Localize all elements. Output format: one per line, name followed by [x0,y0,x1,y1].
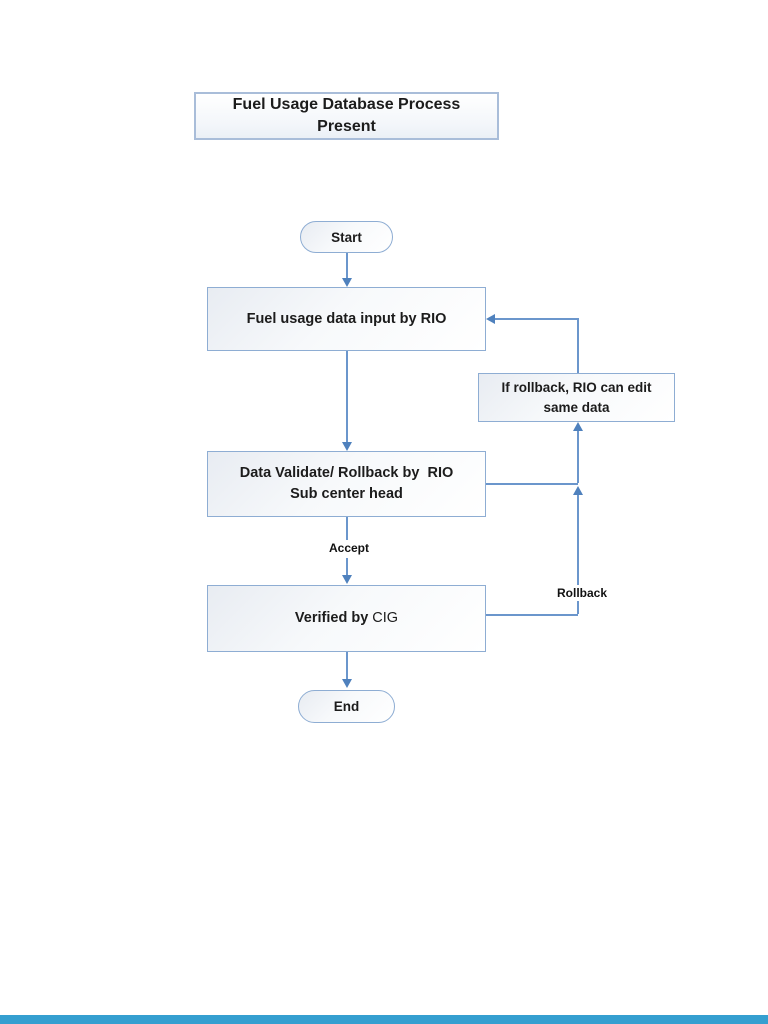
arrowhead-left-icon [486,314,495,324]
title-box: Fuel Usage Database Process Present [194,92,499,140]
process-box-validate-line-2: Sub center head [290,486,403,502]
edge-note-to-input-vertical [577,318,579,373]
process-box-verify-label: Verified by CIG [295,608,398,629]
title-line-1: Fuel Usage Database Process [232,96,461,113]
edge-start-to-input [346,253,348,279]
process-box-input-label: Fuel usage data input by RIO [246,310,447,327]
edge-validate-to-note-vertical [577,430,579,483]
footer-bar [0,1015,768,1024]
edge-input-to-validate [346,351,348,442]
edge-validate-to-note-horizontal [486,483,578,485]
start-node: Start [300,221,393,253]
end-node: End [298,690,395,723]
arrowhead-down-icon [342,278,352,287]
process-box-validate: Data Validate/ Rollback by RIO Sub cente… [207,451,486,517]
arrowhead-down-icon [342,679,352,688]
arrowhead-up-icon [573,486,583,495]
edge-verify-to-end [346,652,348,679]
arrowhead-up-icon [573,422,583,431]
arrowhead-down-icon [342,575,352,584]
verify-label-regular: CIG [372,610,399,626]
verify-label-bold: Verified by [294,610,369,626]
arrowhead-down-icon [342,442,352,451]
edge-validate-to-verify-upper [346,517,348,541]
edge-note-to-input-horizontal [494,318,578,320]
note-box-rollback: If rollback, RIO can edit same data [478,373,675,422]
process-box-input: Fuel usage data input by RIO [207,287,486,351]
edge-validate-to-verify-lower [346,558,348,575]
edge-label-rollback: Rollback [544,585,620,601]
note-box-rollback-line-1: If rollback, RIO can edit [501,379,652,395]
start-node-label: Start [331,229,362,245]
edge-verify-rollback-vertical [577,495,579,614]
edge-verify-rollback-horizontal [486,614,578,616]
edge-label-accept: Accept [312,540,386,556]
title-line-2: Present [317,118,376,135]
end-node-label: End [333,699,360,714]
note-box-rollback-line-2: same data [543,399,610,415]
process-box-verify: Verified by CIG [207,585,486,652]
process-box-validate-line-1: Data Validate/ Rollback by RIO [239,465,454,481]
